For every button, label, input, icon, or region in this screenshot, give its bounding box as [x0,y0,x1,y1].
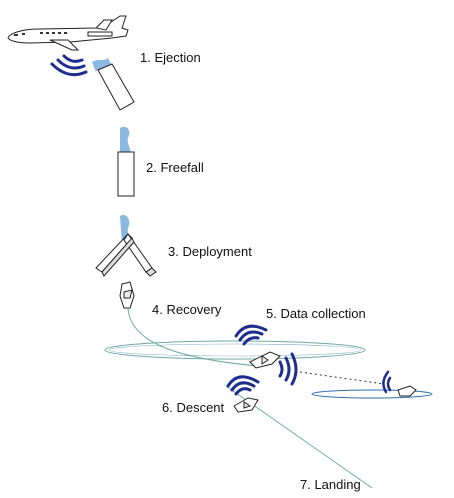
descent-signal-icon [226,375,260,396]
freefall-canister-icon [117,126,135,197]
remote-signal-icon [382,370,392,394]
stage-label-data-collection: 5. Data collection [266,306,366,321]
recovery-glider-icon [119,281,135,309]
jet-aircraft-icon [7,15,129,51]
stage-label-landing: 7. Landing [300,477,361,492]
data-collection-orbit-inner [108,343,362,357]
remote-glider-icon [397,385,417,397]
aircraft-signal-icon [50,54,88,77]
orbit-signal-icon [234,324,298,386]
ejected-canister-icon [92,58,135,111]
data-collection-orbit [104,340,366,360]
deployment-glider-icon [95,214,157,277]
orbiting-glider-icon [249,351,281,369]
stage-label-ejection: 1. Ejection [140,50,201,65]
data-link-line [299,371,385,385]
stage-label-freefall: 2. Freefall [146,160,204,175]
stage-label-recovery: 4. Recovery [152,302,222,317]
descent-glider-icon [233,397,259,413]
stage-label-descent: 6. Descent [162,400,225,415]
stage-label-deployment: 3. Deployment [168,244,252,259]
remote-orbit [311,389,433,399]
